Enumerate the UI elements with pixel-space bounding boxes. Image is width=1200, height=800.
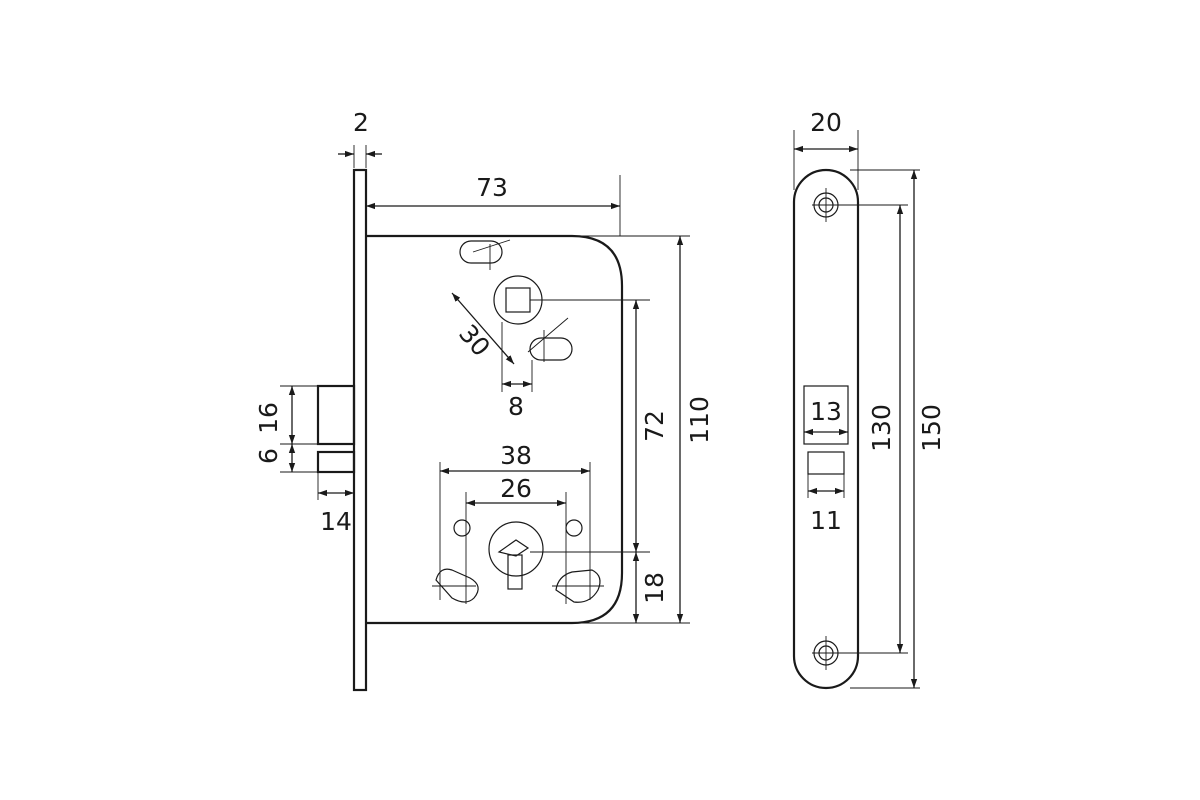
right-fixing-hole — [552, 560, 604, 604]
dim-strike-hole-spacing: 130 — [867, 404, 896, 452]
dim-latch-height: 16 — [254, 402, 283, 434]
dimension-lines-right — [794, 145, 918, 688]
dimension-lines-left — [288, 150, 684, 623]
dim-handle-fixing-spacing: 30 — [453, 319, 496, 362]
dim-latch-projection: 14 — [320, 507, 352, 536]
dim-case-height: 110 — [685, 396, 714, 444]
strike-plate — [792, 168, 860, 690]
extension-lines-right — [793, 130, 920, 689]
dim-spindle-size: 8 — [508, 392, 524, 421]
strike-bolt-cutout — [807, 451, 845, 475]
dim-faceplate-thickness: 2 — [353, 108, 369, 137]
lower-fixing-slot — [527, 317, 573, 362]
dim-strike-bolt-cutout: 11 — [810, 506, 842, 535]
strike-latch-cutout — [803, 385, 849, 445]
cylinder-cutout — [488, 521, 544, 590]
mortise-lock-body-icon — [316, 168, 624, 692]
strike-plate-icon — [792, 168, 860, 690]
dim-strike-latch-cutout: 13 — [810, 397, 842, 426]
dim-backset-handle-cylinder: 72 — [640, 410, 669, 442]
extension-lines-left — [280, 145, 690, 624]
left-fixing-hole — [432, 560, 479, 604]
dim-cylinder-to-bottom: 18 — [640, 572, 669, 604]
dim-body-width: 73 — [476, 173, 508, 202]
dim-strike-width: 20 — [810, 108, 842, 137]
dim-cylinder-spacing-inner: 26 — [500, 474, 532, 503]
screw-hole-icon — [812, 188, 840, 222]
screw-hole-icon — [812, 636, 840, 670]
dim-cylinder-spacing-outer: 38 — [500, 441, 532, 470]
dead-bolt — [316, 450, 356, 474]
dim-bolt-height: 6 — [254, 448, 283, 464]
dim-strike-length: 150 — [917, 404, 946, 452]
screw-hole-icon — [565, 519, 583, 537]
faceplate — [352, 168, 368, 692]
latch-bolt — [316, 384, 356, 446]
lock-case — [366, 234, 624, 625]
upper-fixing-slot — [459, 239, 511, 270]
screw-hole-icon — [453, 519, 471, 537]
